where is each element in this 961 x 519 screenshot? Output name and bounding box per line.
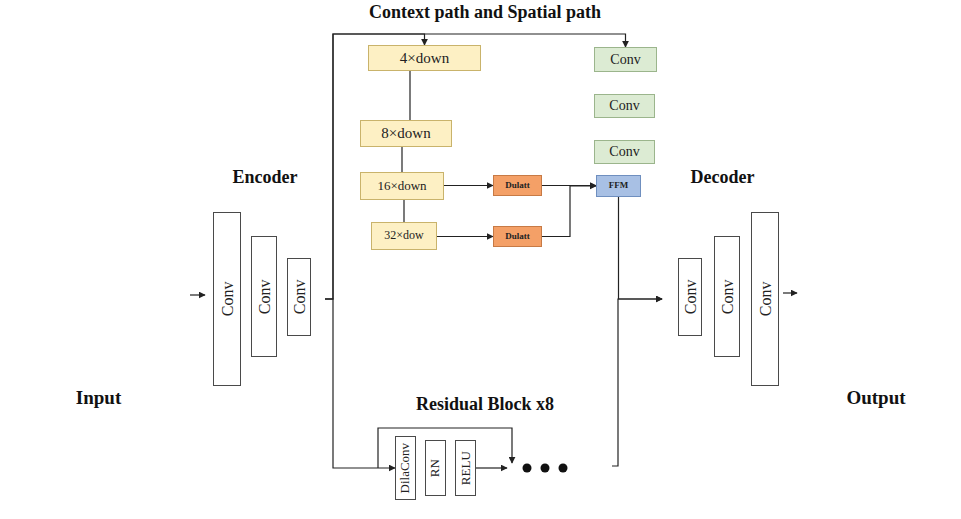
- block-label: 16×down: [377, 179, 426, 193]
- block-label: Conv: [255, 279, 273, 314]
- residual-panel: Residual Block x8DilaConvRNRELU: [358, 420, 612, 512]
- panel-title: Context path and Spatial path: [369, 3, 601, 23]
- fusion-box: FFM: [596, 175, 641, 197]
- mask-hole: [96, 286, 112, 302]
- conv-layer: Conv: [213, 212, 241, 386]
- conv-box: Conv: [594, 140, 655, 164]
- connector: [409, 71, 410, 120]
- encoder-block: EncoderConvConvConv: [205, 193, 325, 405]
- connector: [403, 200, 404, 222]
- repeat-dot: [559, 464, 568, 473]
- conv-box: Conv: [594, 47, 657, 72]
- mask-region: [120, 228, 176, 306]
- conv-layer: Conv: [751, 212, 779, 386]
- decoder-block: DecoderConvConvConv: [662, 193, 783, 405]
- connector: [325, 299, 395, 468]
- block-label: Conv: [756, 282, 774, 317]
- block-label: 32×dow: [384, 229, 423, 242]
- flow-arrow: [476, 467, 507, 468]
- mask-hole: [112, 292, 119, 301]
- block-label: Conv: [718, 279, 736, 314]
- panel-fill: [358, 420, 612, 512]
- mask-region: [12, 330, 40, 370]
- mask-region: [44, 296, 62, 318]
- connector: [190, 294, 205, 295]
- block-label: DilaConv: [398, 443, 412, 494]
- mask-hole: [96, 286, 119, 302]
- panel-title: Encoder: [233, 168, 298, 188]
- conv-layer: Conv: [714, 236, 740, 357]
- panel-title: Decoder: [691, 168, 755, 188]
- mask-region: [150, 270, 186, 318]
- panel-shape: [230, 28, 740, 262]
- block-label: Conv: [609, 98, 639, 113]
- block-label: Conv: [218, 282, 236, 317]
- connector: [437, 236, 493, 237]
- repeat-dot: [541, 464, 550, 473]
- block-label: 4×down: [400, 50, 449, 67]
- connector: [783, 292, 797, 293]
- block-label: RN: [428, 459, 442, 477]
- image-caption: Output: [846, 388, 905, 409]
- panel-fill: [662, 193, 783, 405]
- conv-layer: Conv: [287, 258, 311, 336]
- attention-box: Dulatt: [493, 175, 542, 196]
- mask-region: [12, 210, 186, 378]
- attention-box: Dulatt: [493, 226, 542, 247]
- panel-fill: [205, 193, 325, 405]
- panel-fill: [230, 28, 740, 262]
- image-caption: Input: [76, 388, 121, 409]
- block-label: Dulatt: [505, 181, 530, 191]
- input-image: [7, 199, 199, 383]
- mask-region: [80, 350, 124, 378]
- block-label: 8×down: [381, 125, 430, 142]
- output-image: [797, 195, 961, 383]
- block-label: Dulatt: [505, 232, 530, 242]
- repeat-dot: [523, 464, 532, 473]
- output-image: [797, 195, 961, 383]
- connector: [619, 197, 663, 299]
- block-label: Conv: [609, 144, 639, 159]
- input-image: [7, 199, 199, 383]
- connector: [325, 34, 626, 299]
- panel-title: Residual Block x8: [416, 395, 554, 415]
- block-label: Conv: [681, 280, 699, 315]
- output-image: Output: [797, 203, 955, 383]
- connector: [401, 147, 402, 172]
- mask-region: [164, 330, 184, 360]
- mask-region: [30, 270, 100, 352]
- connector: [612, 299, 662, 466]
- connector: [444, 185, 493, 186]
- block-label: RELU: [458, 451, 472, 485]
- layer-box: RELU: [455, 440, 476, 496]
- downsample-box: 4×down: [368, 45, 481, 71]
- block-label: Conv: [610, 52, 640, 67]
- conv-layer: Conv: [678, 258, 702, 336]
- mask-region: [110, 312, 160, 366]
- conv-layer: Conv: [251, 236, 277, 357]
- path-panel: Context path and Spatial path4×down8×dow…: [230, 28, 740, 262]
- connector: [325, 34, 425, 299]
- block-label: FFM: [609, 181, 629, 191]
- downsample-box: 16×down: [360, 172, 444, 200]
- conv-box: Conv: [594, 94, 655, 118]
- downsample-box: 8×down: [360, 120, 452, 147]
- mask-region: [18, 210, 142, 286]
- connector: [542, 186, 596, 237]
- connectors: [190, 34, 797, 468]
- input-image: Input: [7, 207, 190, 383]
- block-label: Conv: [290, 280, 308, 315]
- layer-box: RN: [425, 440, 446, 496]
- downsample-box: 32×dow: [371, 222, 437, 250]
- layer-box: DilaConv: [395, 436, 416, 500]
